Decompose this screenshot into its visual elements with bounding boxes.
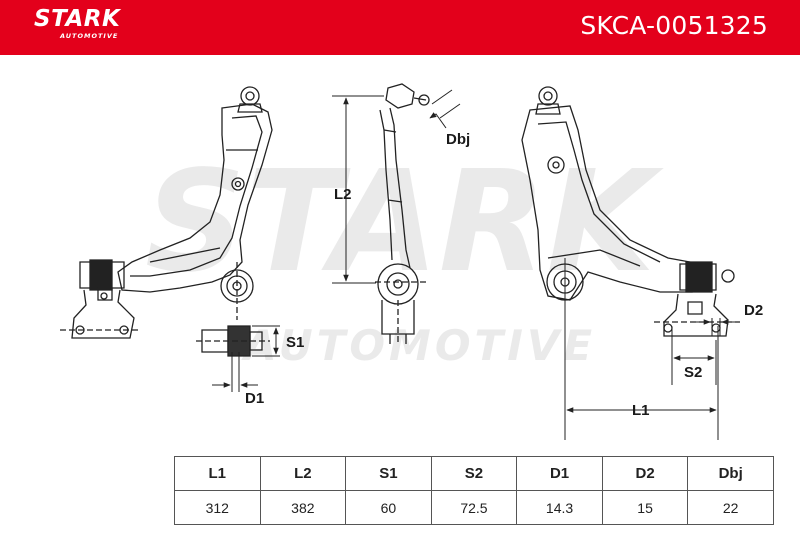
spec-table-header-row: L1 L2 S1 S2 D1 D2 Dbj (174, 456, 774, 491)
technical-drawing: Dbj L2 S1 D1 D2 S2 L1 (60, 83, 763, 440)
dim-label-dbj: Dbj (446, 131, 470, 148)
spec-value-l1: 312 (174, 490, 261, 525)
dim-label-l2: L2 (334, 186, 352, 203)
spec-header-l1: L1 (174, 456, 261, 491)
spec-header-l2: L2 (259, 456, 347, 491)
brand-name: STARK (34, 6, 121, 32)
header-bar: STARK AUTOMOTIVE SKCA-0051325 (0, 0, 800, 55)
brand-logo: STARK AUTOMOTIVE (34, 6, 121, 41)
dim-label-d1: D1 (245, 390, 264, 407)
spec-header-dbj: Dbj (687, 456, 774, 491)
spec-header-d1: D1 (516, 456, 603, 491)
control-arm-side-view (332, 83, 461, 344)
control-arm-left-view (60, 86, 273, 339)
dim-label-s1: S1 (286, 334, 304, 351)
spec-value-d1: 14.3 (516, 490, 603, 525)
dim-label-l1: L1 (632, 402, 650, 419)
spec-value-s2: 72.5 (430, 490, 518, 525)
spec-value-d2: 15 (601, 490, 689, 525)
spec-header-d2: D2 (601, 456, 689, 491)
dim-label-s2: S2 (684, 364, 702, 381)
spec-table: L1 L2 S1 S2 D1 D2 Dbj 312 382 60 72.5 14… (174, 456, 774, 525)
watermark-line2: AUTOMOTIVE (241, 321, 596, 370)
bushing-detail (196, 325, 280, 392)
spec-header-s2: S2 (430, 456, 518, 491)
spec-table-value-row: 312 382 60 72.5 14.3 15 22 (174, 490, 774, 525)
part-number: SKCA-0051325 (580, 11, 768, 40)
dim-label-d2: D2 (744, 302, 763, 319)
spec-value-dbj: 22 (687, 490, 774, 525)
brand-tagline: AUTOMOTIVE (60, 32, 119, 40)
spec-value-s1: 60 (345, 490, 432, 525)
spec-value-l2: 382 (259, 490, 347, 525)
control-arm-right-view (521, 86, 740, 440)
spec-header-s1: S1 (345, 456, 432, 491)
